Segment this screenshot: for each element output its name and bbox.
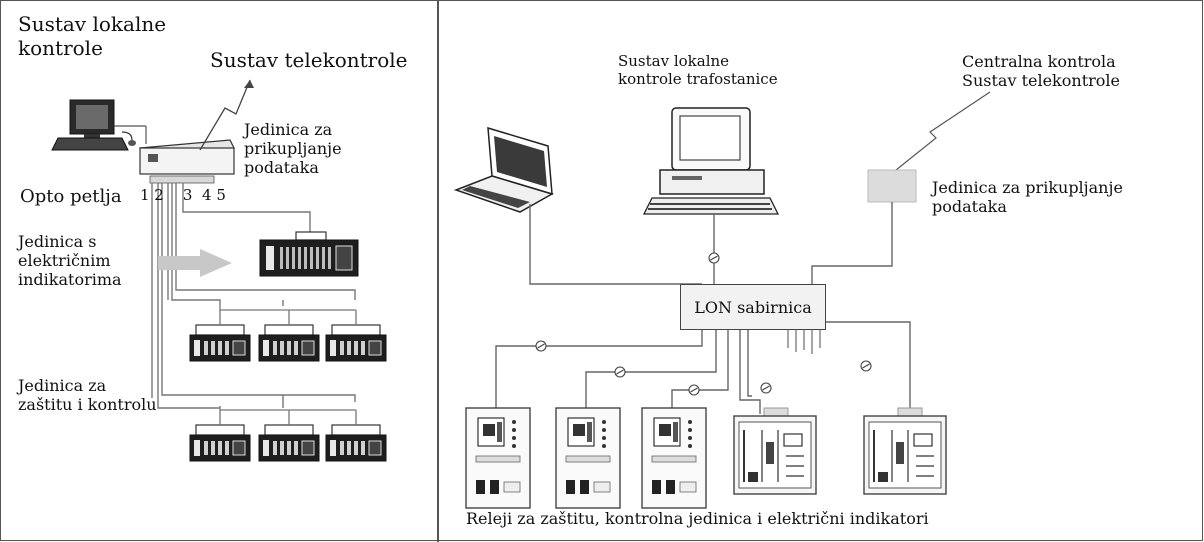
opto-loop-label: Opto petlja: [20, 186, 122, 207]
left-pc: [51, 99, 136, 151]
left-loop-lines: [151, 183, 356, 409]
panel-divider: [437, 0, 439, 542]
station-control-title: Sustav lokalne kontrole trafostanice: [618, 52, 778, 88]
local-control-title: Sustav lokalne kontrole: [18, 12, 167, 60]
lon-bus-box: LON sabirnica: [680, 284, 826, 330]
desktop-pc: [642, 107, 780, 215]
relays-caption: Releji za zaštitu, kontrolna jedinica i …: [466, 509, 929, 528]
lon-stubs: [787, 330, 821, 354]
indicator-arrow: [158, 249, 232, 277]
right-bus-lines: [495, 321, 911, 414]
port-numbers: 1 2 3 4 5: [140, 186, 226, 204]
telecontrol-title: Sustav telekontrole: [210, 48, 408, 72]
left-data-unit-label: Jedinica za prikupljanje podataka: [244, 120, 342, 178]
central-control-title: Centralna kontrola Sustav telekontrole: [962, 52, 1120, 91]
lon-bus-label: LON sabirnica: [694, 297, 812, 317]
protection-unit-label: Jedinica za zaštitu i kontrolu: [18, 376, 157, 415]
laptop: [453, 126, 554, 213]
indicator-unit-label: Jedinica s električnim indikatorima: [18, 232, 122, 290]
indicator-rack: [259, 231, 359, 277]
right-data-unit-label: Jedinica za prikupljanje podataka: [932, 178, 1123, 217]
right-data-unit: [867, 169, 917, 203]
left-data-unit: [139, 139, 235, 184]
